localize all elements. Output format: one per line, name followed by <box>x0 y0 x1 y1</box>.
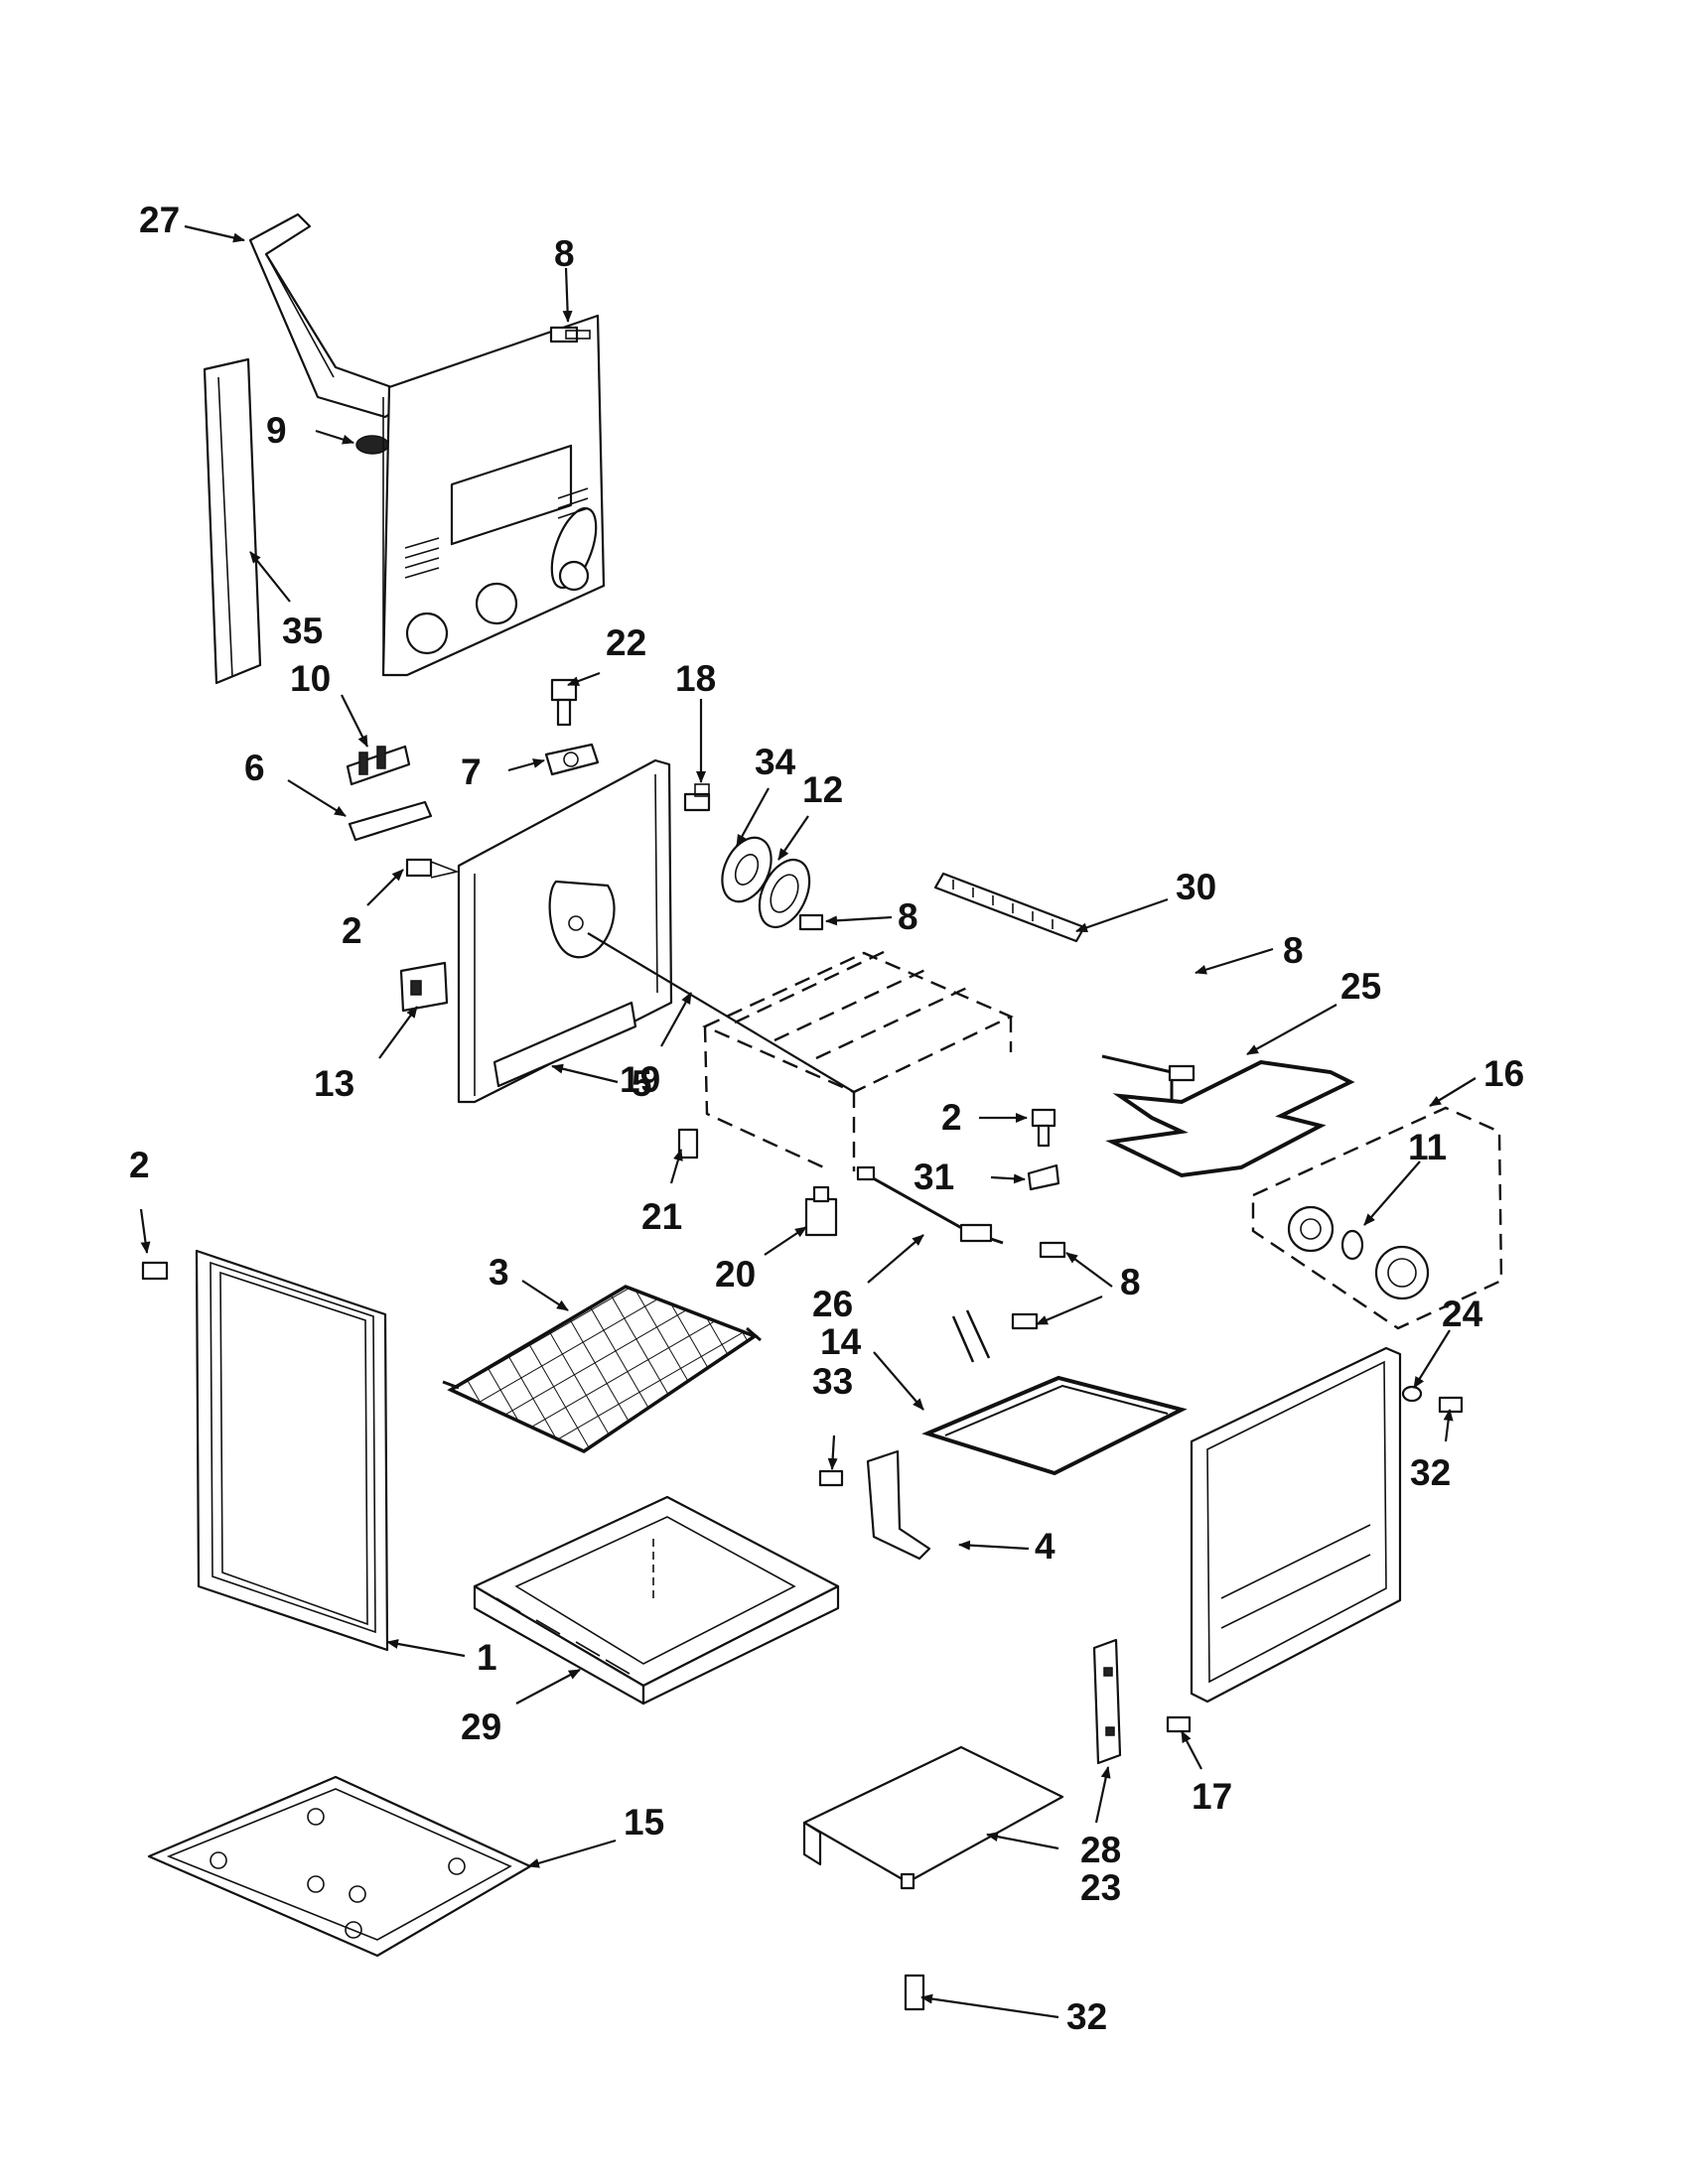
callout-12: 12 <box>802 769 843 810</box>
part-7-mount <box>544 743 600 776</box>
part-6-bracket <box>348 800 433 842</box>
callout-33: 33 <box>812 1361 853 1402</box>
part-2-screw-door <box>141 1261 169 1281</box>
callout-32: 32 <box>1066 1996 1107 2037</box>
callout-21: 21 <box>641 1196 682 1237</box>
part-18-switch <box>683 783 711 812</box>
callout-29: 29 <box>461 1706 501 1747</box>
part-5-liner-panel <box>457 758 673 1104</box>
part-oven-cavity-outline <box>702 949 1014 1171</box>
part-8-screw-top <box>549 326 591 343</box>
callout-1: 1 <box>477 1637 497 1678</box>
callout-18: 18 <box>675 658 716 699</box>
part-16-light-kit <box>1251 1106 1503 1330</box>
callout-17: 17 <box>1192 1776 1232 1817</box>
part-14-bake-element <box>921 1309 1188 1476</box>
part-32-screw-door <box>1438 1396 1464 1414</box>
callout-30: 30 <box>1176 867 1216 907</box>
callout-9: 9 <box>266 410 287 451</box>
part-20-igniter <box>804 1185 838 1237</box>
part-28-hinge <box>1092 1638 1122 1765</box>
callout-31: 31 <box>914 1157 954 1197</box>
part-10-terminal-block <box>346 745 411 786</box>
part-13-bracket <box>399 961 449 1013</box>
callout-20: 20 <box>715 1254 756 1295</box>
part-24-washer <box>1401 1385 1423 1403</box>
callout-34: 34 <box>755 742 796 782</box>
callout-13: 13 <box>314 1063 354 1104</box>
callout-2: 2 <box>129 1145 150 1185</box>
part-23-shield <box>802 1745 1064 1890</box>
part-8-screw-mid <box>1168 1064 1196 1082</box>
callout-7: 7 <box>461 751 482 792</box>
callout-3: 3 <box>489 1252 509 1293</box>
part-12-fan-cover <box>758 858 824 931</box>
part-27-bracket <box>248 212 411 419</box>
callout-15: 15 <box>624 1802 664 1843</box>
part-35-trim <box>203 357 262 685</box>
callout-32: 32 <box>1410 1452 1451 1493</box>
part-26-sensor-probe <box>856 1165 1004 1245</box>
callout-10: 10 <box>290 658 331 699</box>
part-rear-panel <box>381 314 606 677</box>
part-32-screw-bottom <box>904 1974 925 2011</box>
part-3-oven-rack <box>442 1285 762 1454</box>
callout-2: 2 <box>941 1097 962 1138</box>
callout-27: 27 <box>139 200 180 240</box>
part-15-bottom-pan <box>147 1775 532 1958</box>
callout-26: 26 <box>812 1284 853 1324</box>
callout-6: 6 <box>244 748 265 788</box>
callout-24: 24 <box>1442 1294 1483 1334</box>
callout-8: 8 <box>898 896 918 937</box>
part-4-bracket <box>866 1449 931 1561</box>
callout-8: 8 <box>1283 930 1304 971</box>
callout-22: 22 <box>606 622 646 663</box>
callout-2: 2 <box>342 910 362 951</box>
callout-28: 28 <box>1080 1830 1121 1870</box>
callout-35: 35 <box>282 611 323 651</box>
part-33-screw <box>818 1469 844 1487</box>
part-29-storage-drawer <box>473 1495 840 1706</box>
callout-5: 5 <box>632 1063 652 1104</box>
leader-lines <box>139 224 1477 2019</box>
callout-25: 25 <box>1340 966 1381 1007</box>
callout-23: 23 <box>1080 1867 1121 1908</box>
part-8-screw-bottom <box>1011 1312 1039 1330</box>
part-8-screw-lower <box>1039 1241 1066 1259</box>
callout-14: 14 <box>820 1321 862 1362</box>
callout-8: 8 <box>554 233 575 274</box>
callout-19: 19 <box>620 1059 660 1100</box>
part-30-vent-duct <box>933 872 1086 943</box>
callout-labels: 27 8 9 35 10 22 18 6 7 34 12 8 30 2 8 25… <box>129 200 1524 2037</box>
part-31-clip <box>1027 1163 1060 1191</box>
callout-11: 11 <box>1408 1127 1447 1167</box>
callout-8: 8 <box>1120 1262 1141 1302</box>
part-25-broil-element <box>1101 1054 1355 1178</box>
part-door-frame <box>1190 1346 1402 1704</box>
callout-4: 4 <box>1035 1526 1055 1567</box>
part-2-screw-left <box>405 858 460 879</box>
part-17-screw <box>1166 1715 1192 1733</box>
part-22-sensor <box>550 678 578 727</box>
part-21-socket <box>677 1128 699 1160</box>
callout-16: 16 <box>1483 1053 1524 1094</box>
part-1-side-panel <box>195 1249 389 1652</box>
part-2-screw-right <box>1031 1108 1056 1148</box>
